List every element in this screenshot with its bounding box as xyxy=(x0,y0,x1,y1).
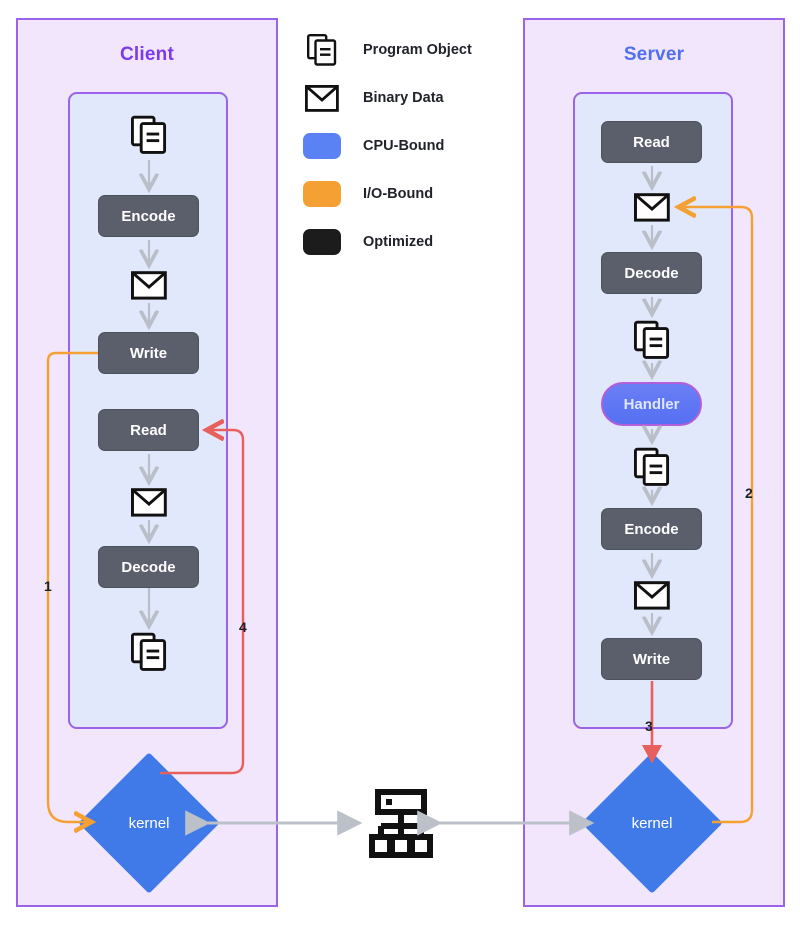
flow-2-path xyxy=(680,207,754,824)
node-label: Write xyxy=(632,650,671,668)
flow-label-1: 1 xyxy=(44,578,52,594)
legend: Program Object Binary Data CPU-Bound I/O… xyxy=(303,26,518,266)
flow-label-4: 4 xyxy=(239,619,247,635)
legend-item-optimized: Optimized xyxy=(303,218,518,266)
page-title-client: Client xyxy=(120,44,174,65)
client-binary-data-icon-1 xyxy=(130,271,167,305)
optimized-swatch xyxy=(303,223,341,261)
legend-item-io-bound: I/O-Bound xyxy=(303,170,518,218)
server-program-object-icon-2 xyxy=(634,447,670,492)
legend-label: Program Object xyxy=(363,42,472,58)
server-binary-data-icon-2 xyxy=(633,581,670,615)
server-node-handler[interactable]: Handler xyxy=(601,382,702,426)
client-node-decode[interactable]: Decode xyxy=(98,546,199,588)
server-program-object-icon-1 xyxy=(634,320,670,365)
binary-data-icon xyxy=(303,79,341,117)
legend-item-program-object: Program Object xyxy=(303,26,518,74)
flow-4-path xyxy=(160,430,245,775)
cpu-bound-swatch xyxy=(303,127,341,165)
server-node-encode[interactable]: Encode xyxy=(601,508,702,550)
node-label: Read xyxy=(633,133,670,151)
program-object-icon xyxy=(303,31,341,69)
node-label: Write xyxy=(129,344,168,362)
legend-label: Optimized xyxy=(363,234,434,250)
server-node-read[interactable]: Read xyxy=(601,121,702,163)
node-label: Decode xyxy=(121,558,176,576)
client-node-read[interactable]: Read xyxy=(98,409,199,451)
io-bound-swatch xyxy=(303,175,341,213)
server-binary-data-icon-1 xyxy=(633,193,670,227)
node-label: Encode xyxy=(624,520,679,538)
node-label: Handler xyxy=(623,395,680,413)
client-program-object-icon-2 xyxy=(131,632,167,677)
flow-1-path xyxy=(46,351,98,822)
node-label: Read xyxy=(130,421,167,439)
client-node-encode[interactable]: Encode xyxy=(98,195,199,237)
server-node-write[interactable]: Write xyxy=(601,638,702,680)
node-label: Decode xyxy=(624,264,679,282)
legend-label: I/O-Bound xyxy=(363,186,434,202)
page-title-server: Server xyxy=(623,44,685,65)
legend-item-cpu-bound: CPU-Bound xyxy=(303,122,518,170)
legend-label: Binary Data xyxy=(363,90,444,106)
server-node-decode[interactable]: Decode xyxy=(601,252,702,294)
flow-label-3: 3 xyxy=(645,718,653,734)
node-label: Encode xyxy=(121,207,176,225)
legend-label: CPU-Bound xyxy=(363,138,445,154)
flow-label-2: 2 xyxy=(745,485,753,501)
client-node-write[interactable]: Write xyxy=(98,332,199,374)
legend-item-binary-data: Binary Data xyxy=(303,74,518,122)
client-binary-data-icon-2 xyxy=(130,488,167,522)
client-program-object-icon xyxy=(131,115,167,160)
